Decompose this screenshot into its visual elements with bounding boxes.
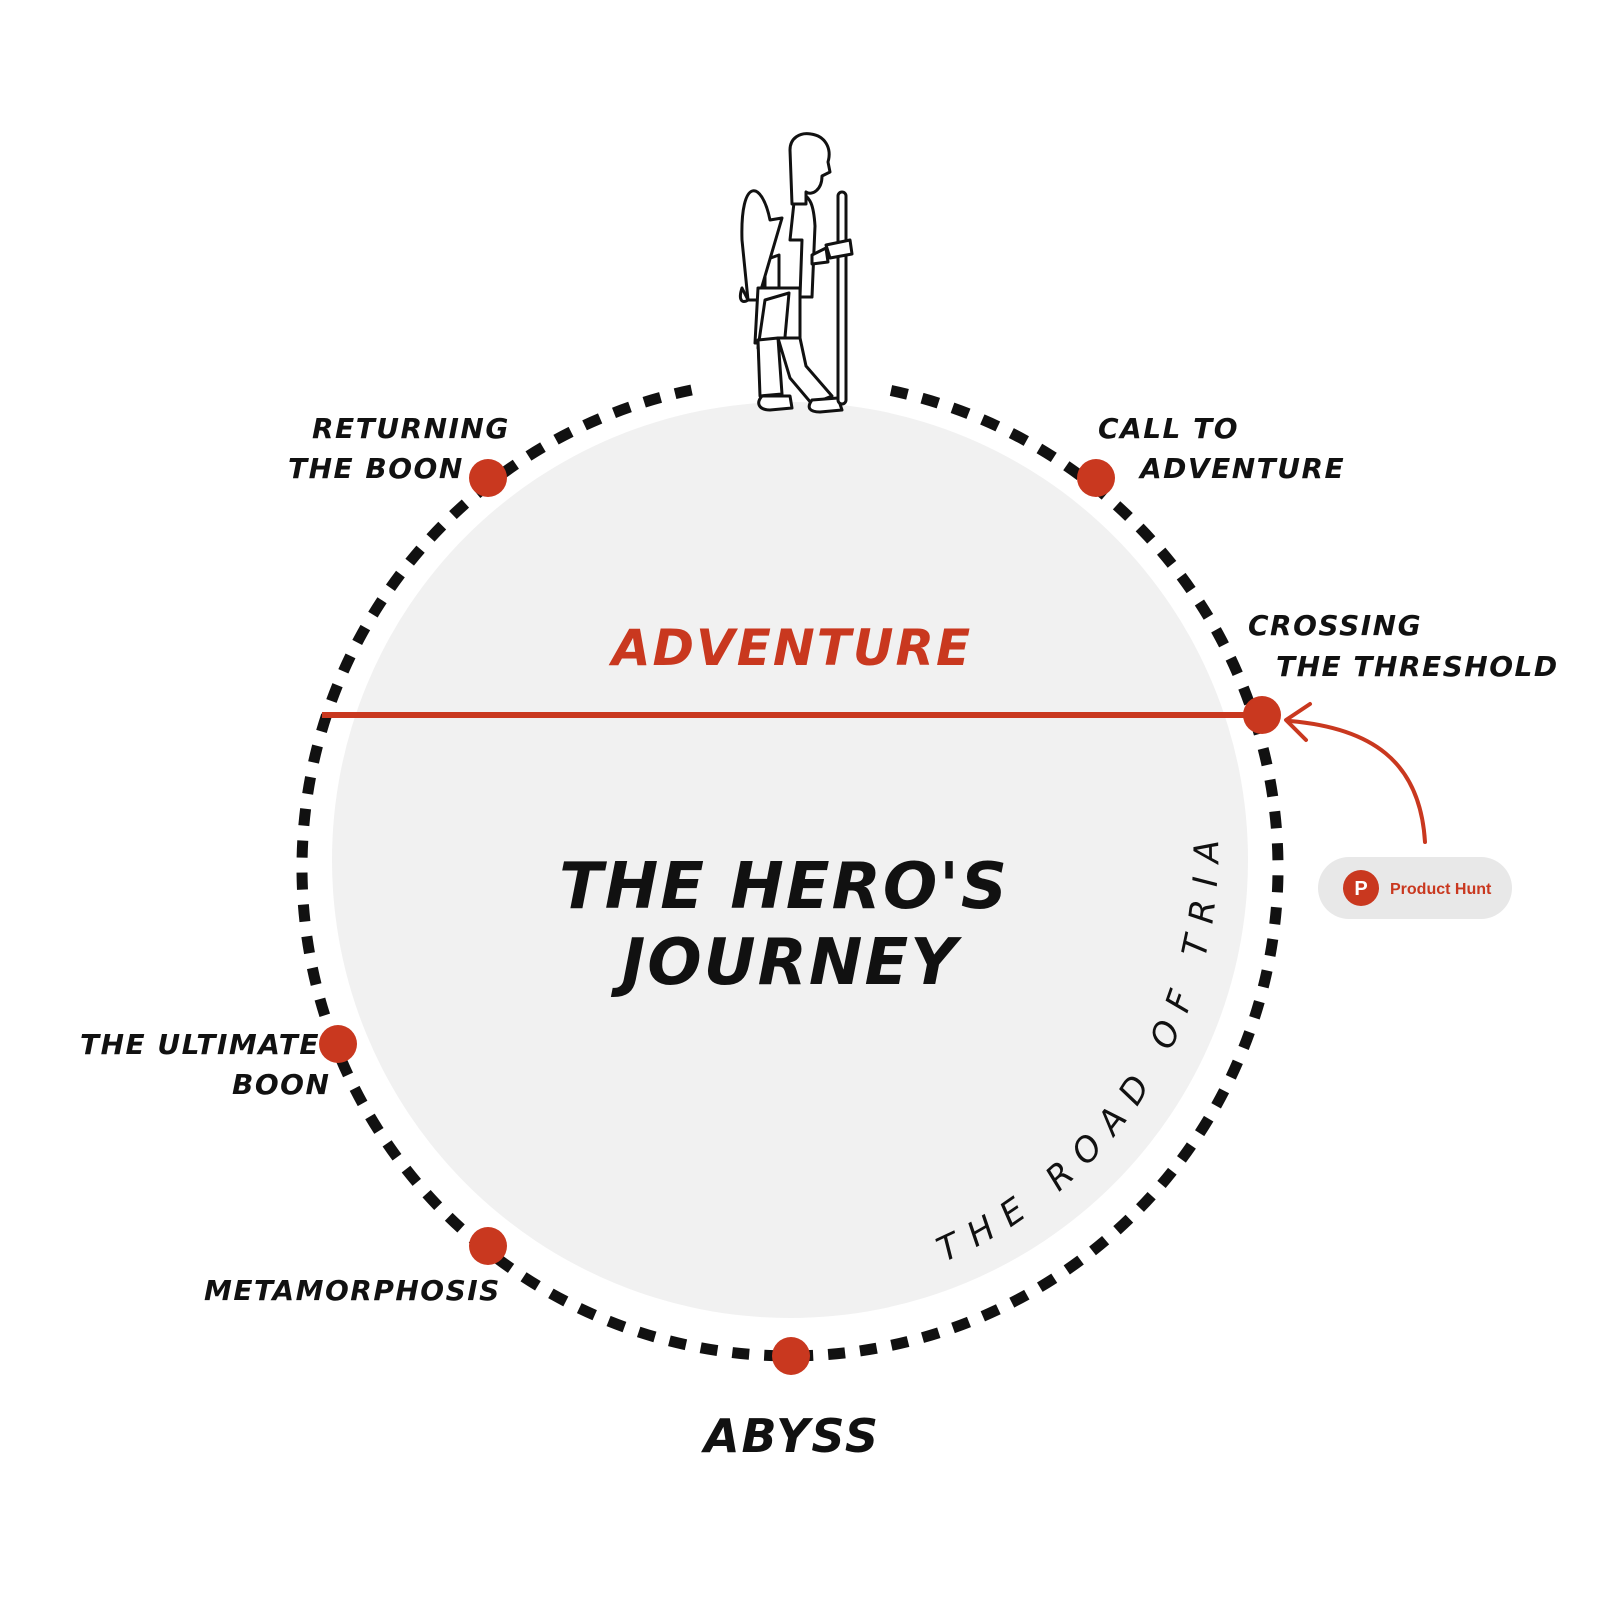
arrow-to-threshold	[1288, 719, 1427, 844]
stage-dot-call-to-adventure	[1077, 459, 1115, 497]
stage-label-crossing-the-threshold-line1: CROSSING	[1248, 609, 1422, 642]
stage-dot-crossing-the-threshold	[1243, 696, 1281, 734]
stage-label-metamorphosis: METAMORPHOSIS	[204, 1274, 501, 1307]
product-hunt-badge[interactable]: P Product Hunt	[1318, 857, 1512, 919]
product-hunt-icon-letter: P	[1354, 878, 1367, 900]
badge-label: Product Hunt	[1390, 881, 1492, 898]
stage-label-crossing-the-threshold-line2: THE THRESHOLD	[1276, 650, 1559, 683]
stage-dot-abyss	[772, 1337, 810, 1375]
title-line1: THE HERO'S	[559, 850, 1009, 924]
stage-dot-metamorphosis	[469, 1227, 507, 1265]
stage-label-call-to-adventure-line1: CALL TO	[1098, 412, 1239, 445]
adventure-label: ADVENTURE	[608, 619, 972, 677]
stage-label-the-ultimate-boon-line1: THE ULTIMATE	[80, 1028, 320, 1061]
arrow-head-icon	[1284, 702, 1312, 742]
stage-label-returning-the-boon-line1: RETURNING	[312, 412, 510, 445]
abyss-label: ABYSS	[701, 1409, 880, 1463]
stage-label-the-ultimate-boon-line2: BOON	[232, 1068, 330, 1101]
title-line2: JOURNEY	[610, 926, 962, 1000]
stage-label-returning-the-boon-line2: THE BOON	[288, 452, 464, 485]
journey-circle	[332, 402, 1248, 1318]
hiker-icon	[738, 132, 854, 414]
product-hunt-icon: P	[1343, 870, 1379, 906]
stage-dot-the-ultimate-boon	[319, 1025, 357, 1063]
stage-dot-returning-the-boon	[469, 459, 507, 497]
stage-label-call-to-adventure-line2: ADVENTURE	[1138, 452, 1345, 485]
journey-dashed-ring	[296, 384, 1284, 1362]
